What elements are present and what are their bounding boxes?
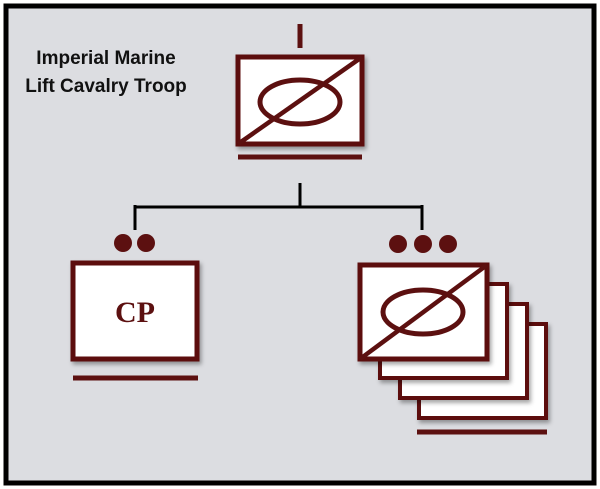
platoon-units-stack bbox=[357, 235, 548, 435]
cp-label: CP bbox=[115, 296, 155, 329]
hq-diagonal bbox=[236, 55, 364, 146]
echelon-dot bbox=[137, 234, 155, 252]
title-line-1: Imperial Marine bbox=[36, 48, 175, 69]
echelon-dot bbox=[389, 235, 407, 253]
platoon-oval-icon bbox=[380, 287, 466, 337]
cp-frame bbox=[70, 260, 200, 362]
title-line-2: Lift Cavalry Troop bbox=[25, 76, 187, 97]
echelon-dot bbox=[114, 234, 132, 252]
hq-oval-icon bbox=[257, 77, 343, 127]
echelon-dot bbox=[439, 235, 457, 253]
hq-unit-symbol bbox=[235, 24, 365, 160]
connector-lines bbox=[133, 183, 424, 230]
echelon-dot bbox=[414, 235, 432, 253]
platoon-diagonal bbox=[358, 263, 489, 361]
command-post-unit: CP bbox=[70, 234, 200, 381]
